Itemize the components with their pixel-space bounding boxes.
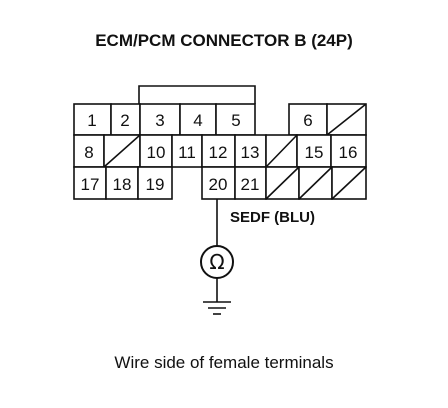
pin-row-1: 1 2 3 4 5 6	[73, 103, 367, 136]
pin-label: 16	[339, 143, 358, 162]
pin-label: 13	[241, 143, 260, 162]
pin-label: 20	[209, 175, 228, 194]
pin-cell	[105, 166, 139, 200]
pin-label: 19	[146, 175, 165, 194]
pin-label: 10	[147, 143, 166, 162]
pin-row-3: 17 18 19 20 21	[73, 166, 367, 200]
pin-label: 15	[305, 143, 324, 162]
pin-cell	[73, 166, 107, 200]
empty-cavity-slash	[298, 166, 333, 200]
diagram-title: ECM/PCM CONNECTOR B (24P)	[95, 31, 353, 50]
empty-cavity-slash	[103, 134, 141, 168]
empty-cavity-slash	[331, 166, 367, 200]
pin-cell	[137, 166, 173, 200]
pin-cell	[330, 134, 367, 168]
pin-label: 18	[113, 175, 132, 194]
pin-label: 12	[209, 143, 228, 162]
empty-cavity-slash	[265, 166, 300, 200]
wire-color-label: SEDF (BLU)	[230, 209, 315, 226]
pin-label: 4	[193, 111, 202, 130]
pin-cell	[296, 134, 332, 168]
pin-label: 6	[303, 111, 312, 130]
ground-icon	[203, 301, 231, 315]
pin-label: 2	[120, 111, 129, 130]
pin-label: 11	[178, 143, 196, 162]
diagram-caption: Wire side of female terminals	[114, 353, 333, 372]
pin-label: 5	[231, 111, 240, 130]
pin-label: 17	[81, 175, 100, 194]
pin-cell	[171, 134, 203, 168]
pin-row-2: 8 10 11 12 13 15 16	[73, 134, 367, 168]
pin-label: 21	[241, 175, 260, 194]
ohm-symbol: Ω	[209, 250, 224, 274]
pin-label: 8	[84, 143, 93, 162]
empty-cavity-slash	[265, 134, 298, 168]
pin-label: 1	[87, 111, 96, 130]
empty-cavity-slash	[326, 103, 367, 136]
pin-label: 3	[155, 111, 164, 130]
connector-lock-tab	[138, 85, 256, 104]
ohmmeter-icon: Ω	[200, 245, 234, 279]
pin-cell	[234, 166, 267, 200]
